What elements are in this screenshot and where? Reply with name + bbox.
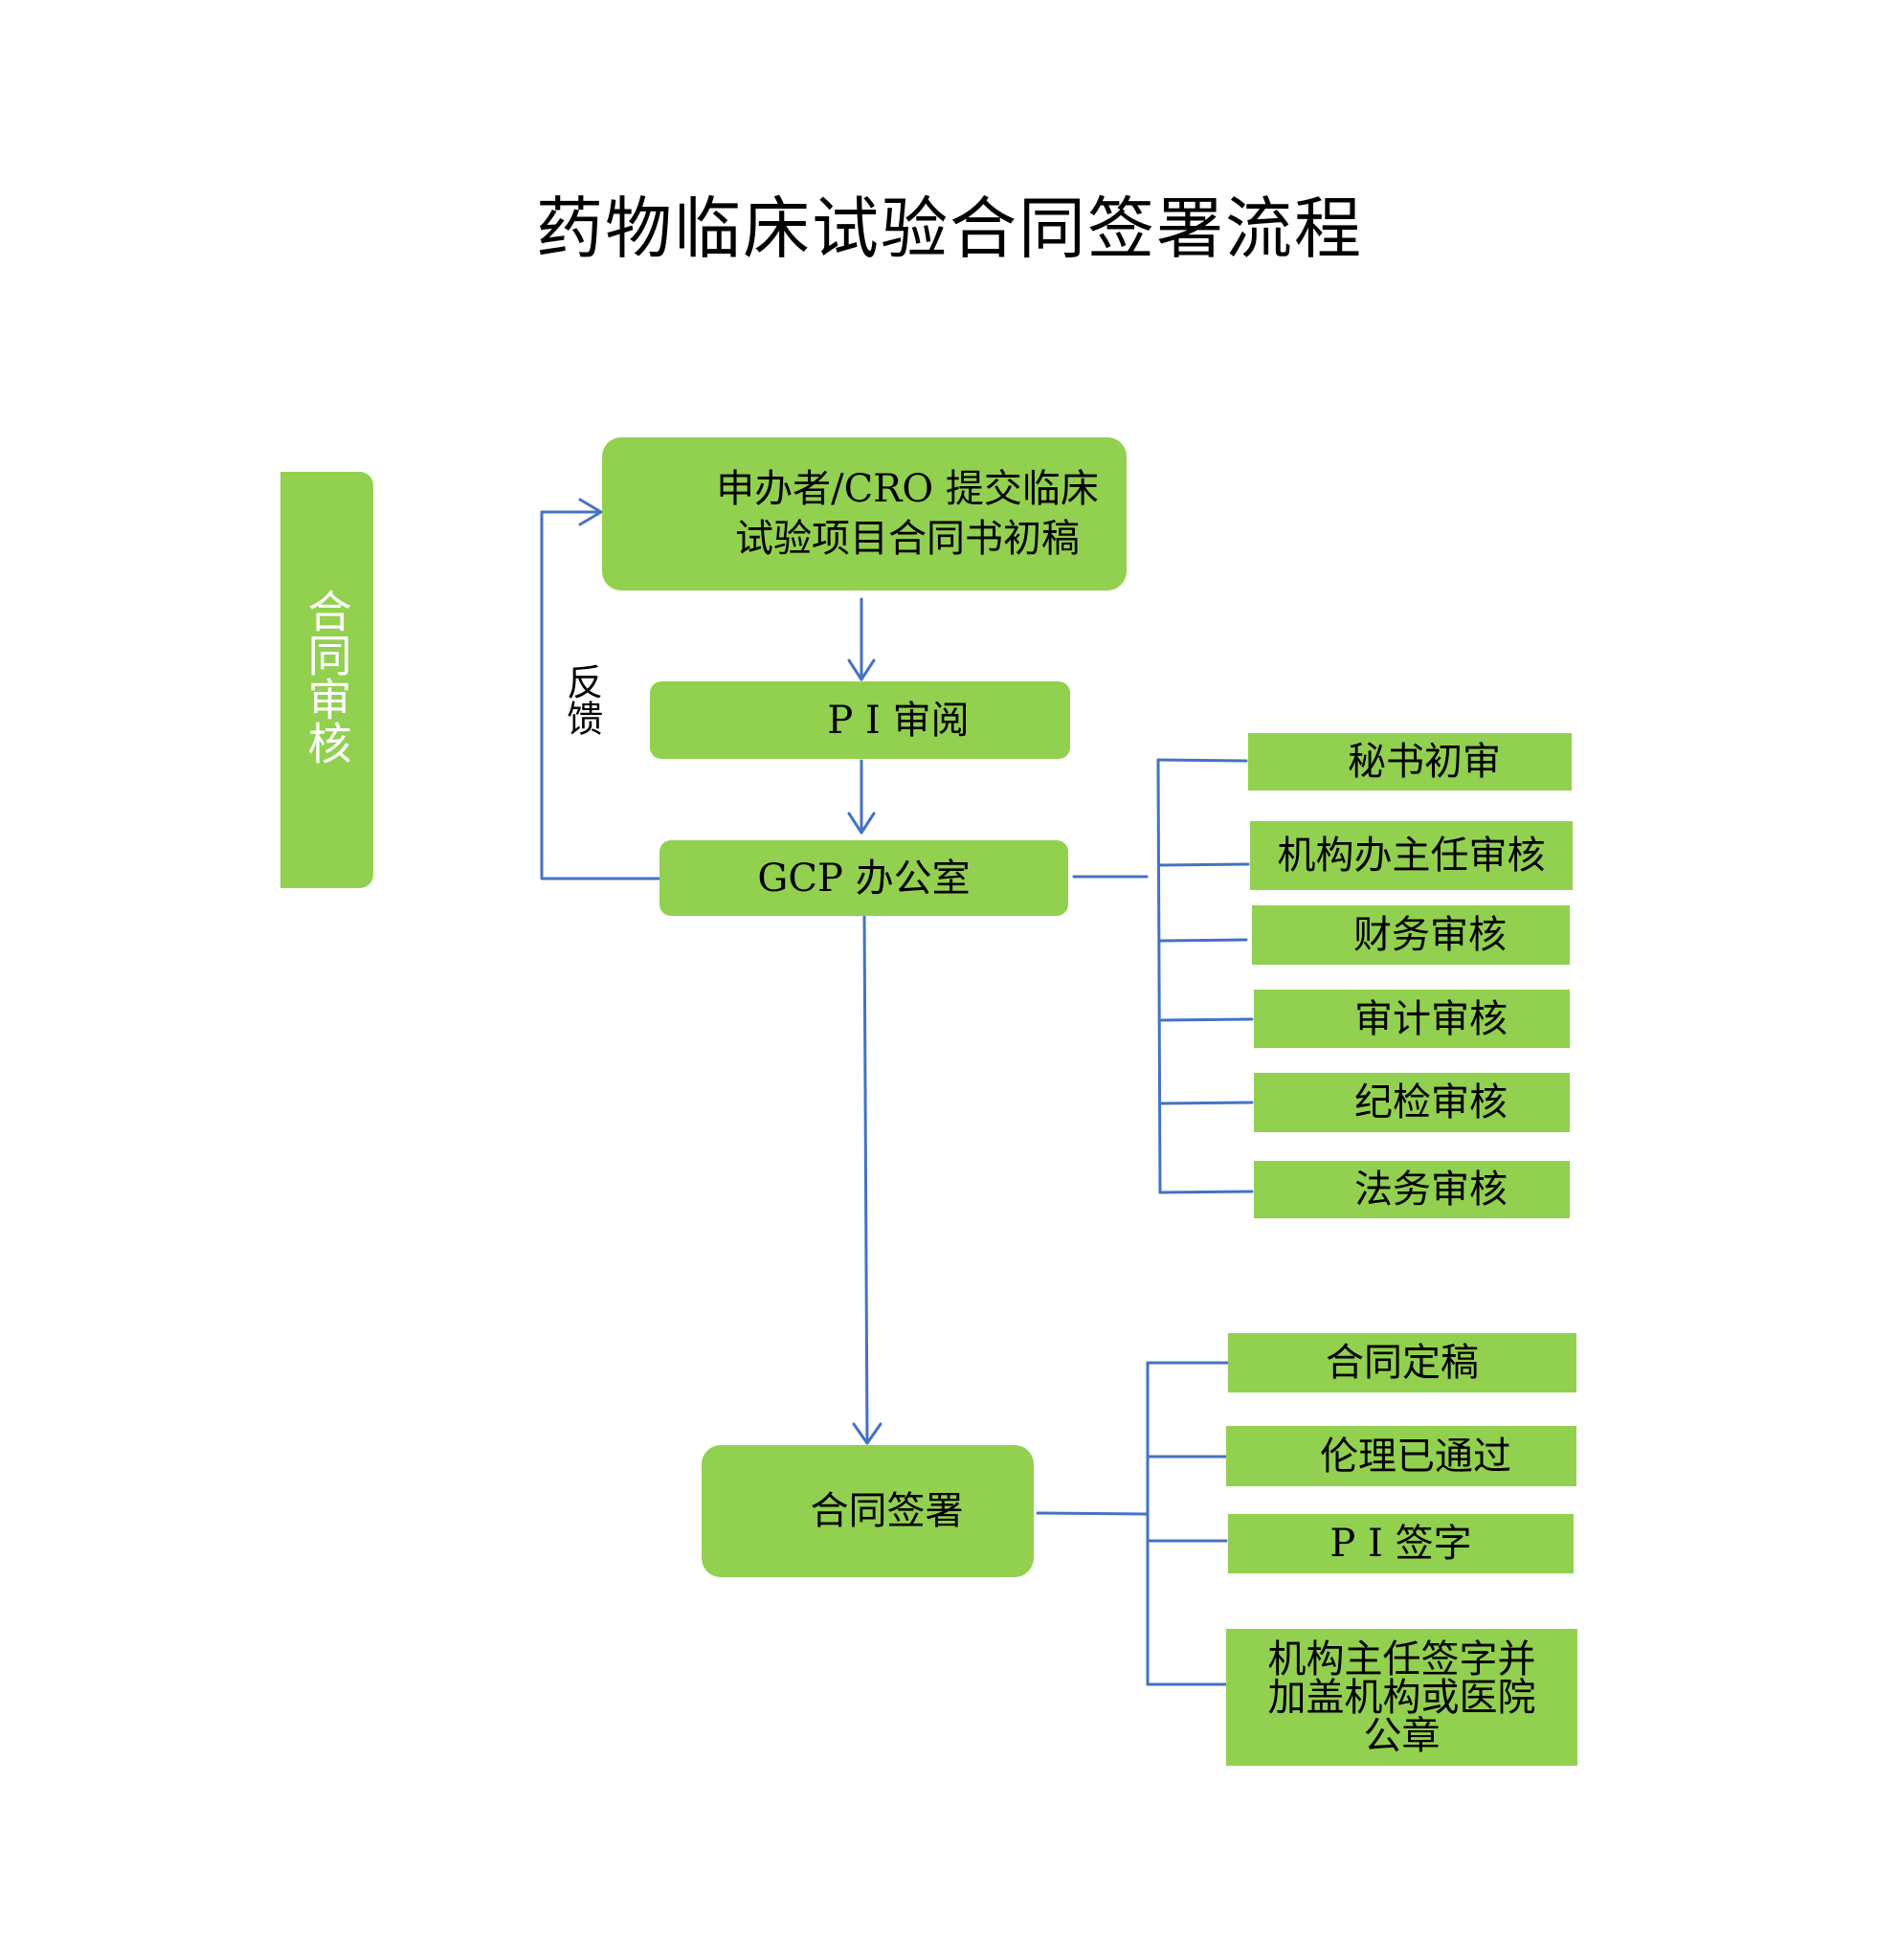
review-step-audit: 审计审核 <box>1254 990 1570 1048</box>
signing-step-label-line-2: 加盖机构或医院 <box>1267 1675 1536 1720</box>
gcp-office-label: GCP 办公室 <box>757 856 971 901</box>
signing-step-finalized: 合同定稿 <box>1228 1333 1576 1392</box>
review-step-legal: 法务审核 <box>1254 1161 1570 1218</box>
feedback-arrow <box>540 510 660 880</box>
review-step-label: 机构办主任审核 <box>1277 834 1546 878</box>
gcp-office-node: GCP 办公室 <box>659 840 1068 916</box>
review-step-label: 审计审核 <box>1354 996 1508 1041</box>
feedback-label: 反馈 <box>560 663 603 736</box>
page-title: 药物临床试验合同签署流程 <box>536 189 1363 268</box>
signing-step-label: 伦理已通过 <box>1320 1434 1511 1479</box>
pi-review-label: P I 审阅 <box>827 698 970 743</box>
contract-review-label-box: 合同审核 <box>280 472 373 888</box>
contract-signing-label: 合同签署 <box>810 1489 964 1533</box>
signing-step-ethics: 伦理已通过 <box>1226 1426 1576 1486</box>
review-step-finance: 财务审核 <box>1252 905 1570 965</box>
contract-signing-node: 合同签署 <box>702 1445 1034 1577</box>
signing-step-label-line-1: 机构主任签字并 <box>1267 1637 1536 1682</box>
review-step-secretary: 秘书初审 <box>1248 733 1572 791</box>
review-step-label: 秘书初审 <box>1348 740 1501 784</box>
submit-line-1: 申办者/CRO 提交临床 <box>716 467 1099 511</box>
submit-line-2: 试验项目合同书初稿 <box>735 517 1080 561</box>
pi-review-node: P I 审阅 <box>650 681 1070 759</box>
signing-step-label: 合同定稿 <box>1326 1341 1479 1385</box>
review-step-label: 财务审核 <box>1353 913 1507 957</box>
review-step-discipline: 纪检审核 <box>1254 1073 1570 1132</box>
review-bracket <box>1156 758 1162 1194</box>
review-step-director: 机构办主任审核 <box>1250 821 1573 890</box>
submit-draft-node: 申办者/CRO 提交临床 试验项目合同书初稿 <box>602 437 1127 590</box>
signing-step-label: P I 签字 <box>1329 1522 1472 1566</box>
signing-step-seal: 机构主任签字并 加盖机构或医院 公章 <box>1226 1629 1577 1766</box>
review-step-label: 纪检审核 <box>1354 1080 1508 1125</box>
signing-step-pi-signature: P I 签字 <box>1228 1514 1574 1573</box>
arrow-gcp-to-signing <box>862 914 869 1445</box>
contract-review-label: 合同审核 <box>301 589 353 765</box>
signing-step-label-line-3: 公章 <box>1363 1713 1441 1758</box>
review-step-label: 法务审核 <box>1354 1168 1508 1212</box>
